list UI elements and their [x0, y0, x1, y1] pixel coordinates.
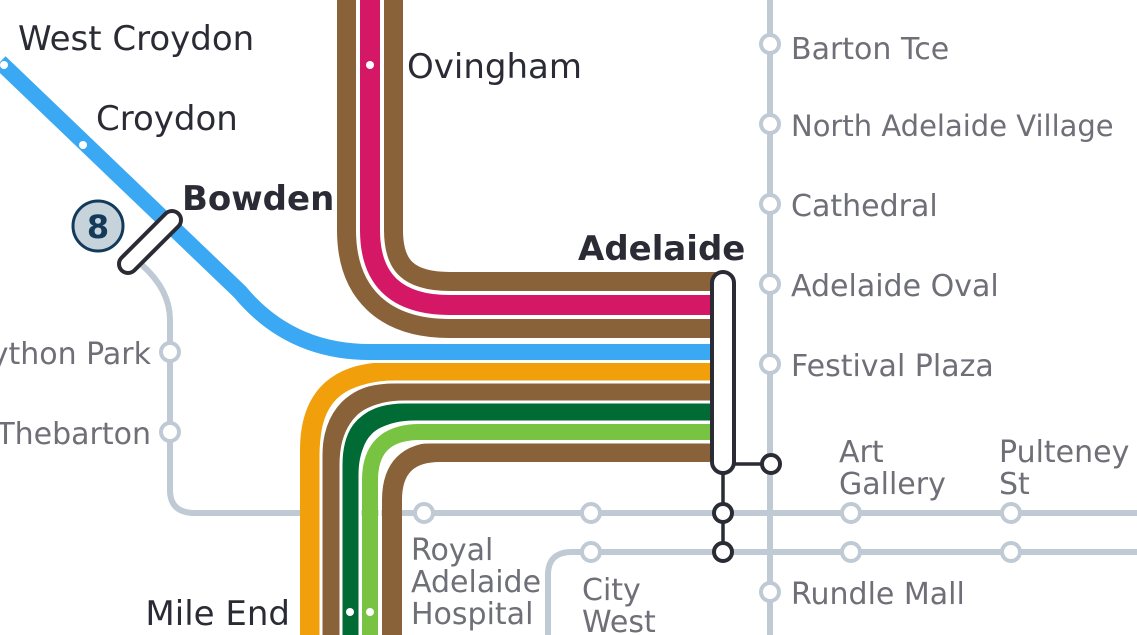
tram-stops: [159, 33, 1022, 603]
label-pulteney-st-line-1: Pulteney: [999, 435, 1129, 470]
label-pulteney-st[interactable]: Pulteney St: [999, 435, 1129, 502]
tram-stop-art-gallery[interactable]: [840, 502, 862, 524]
bowden-interchange-fill: [121, 213, 179, 271]
rail-line-brown-upper: [322, 382, 720, 635]
label-art-gallery-line-1: Art: [839, 435, 884, 470]
label-city-west[interactable]: City West: [582, 573, 656, 635]
label-royal-adelaide-hospital-line-1: Royal: [411, 533, 493, 568]
tram-lines: [139, 0, 1137, 635]
label-north-adelaide-village[interactable]: North Adelaide Village: [791, 109, 1114, 143]
label-adelaide[interactable]: Adelaide: [578, 229, 745, 269]
route-badge-number: 8: [87, 208, 109, 246]
label-west-croydon[interactable]: West Croydon: [18, 19, 254, 59]
label-art-gallery[interactable]: Art Gallery: [839, 435, 946, 502]
tram-stop-north-adelaide-village[interactable]: [759, 113, 781, 135]
station-labels: West Croydon Croydon Bowden Ovingham Ade…: [0, 19, 1129, 635]
tram-stop-barton-tce[interactable]: [759, 33, 781, 55]
tram-stop-cathedral[interactable]: [759, 193, 781, 215]
tram-stop-festival-plaza[interactable]: [759, 353, 781, 375]
label-city-west-line-1: City: [582, 573, 641, 608]
label-ovingham[interactable]: Ovingham: [407, 47, 582, 87]
route-badge-circle: [71, 199, 125, 253]
label-ython-park[interactable]: ython Park: [0, 337, 152, 372]
label-mile-end[interactable]: Mile End: [145, 594, 290, 634]
label-bowden[interactable]: Bowden: [182, 179, 334, 219]
minor-station-dots: [0, 61, 374, 616]
rail-line-flinders: [362, 424, 720, 635]
interchange-bar: [710, 270, 736, 475]
tram-stop-royal-adelaide-hospital[interactable]: [413, 502, 435, 524]
tram-stop-513-a[interactable]: [580, 502, 602, 524]
station-dot-croydon[interactable]: [79, 141, 87, 149]
label-pulteney-st-line-2: St: [999, 467, 1030, 502]
label-royal-adelaide-hospital-line-2: Adelaide: [411, 565, 541, 600]
rail-lines-north: [335, 0, 720, 340]
tram-stop-adelaide-oval[interactable]: [759, 273, 781, 295]
interchange-stop-upper: [712, 502, 734, 524]
tram-stop-city-west[interactable]: [580, 541, 602, 563]
label-croydon[interactable]: Croydon: [96, 99, 238, 139]
bowden-interchange[interactable]: [117, 209, 183, 275]
tram-stop-thebarton[interactable]: [159, 421, 181, 443]
rail-line-seaford: [300, 362, 720, 635]
rail-line-gawler: [0, 56, 720, 360]
tram-line-main: [139, 262, 1137, 516]
label-city-west-line-2: West: [582, 605, 656, 635]
tram-stop-rundle-mall[interactable]: [759, 581, 781, 603]
label-cathedral[interactable]: Cathedral: [791, 189, 938, 224]
route-badge[interactable]: 8: [71, 199, 125, 253]
rail-line-belair: [340, 402, 720, 635]
rail-line-brown-lower: [382, 442, 720, 635]
interchange-stop-tram-east: [760, 453, 782, 475]
label-thebarton[interactable]: Thebarton: [0, 417, 151, 452]
tram-stop-pulteney-st[interactable]: [1000, 502, 1022, 524]
station-dot-ovingham[interactable]: [366, 61, 374, 69]
tram-stop-art-gallery-lower[interactable]: [840, 541, 862, 563]
label-rundle-mall[interactable]: Rundle Mall: [791, 577, 965, 612]
label-royal-adelaide-hospital[interactable]: Royal Adelaide Hospital: [411, 533, 541, 632]
label-adelaide-oval[interactable]: Adelaide Oval: [791, 269, 999, 304]
tram-stop-ython-park[interactable]: [159, 341, 181, 363]
rail-line-south-separators: [319, 380, 720, 635]
interchange-stop-lower: [712, 541, 734, 563]
station-dot-west-croydon[interactable]: [0, 61, 8, 69]
label-royal-adelaide-hospital-line-3: Hospital: [411, 597, 533, 632]
rail-line-gawler-group: [0, 54, 720, 363]
adelaide-interchange[interactable]: [710, 270, 782, 563]
station-dot-mile-end-flinders[interactable]: [366, 608, 374, 616]
rail-lines-south: [300, 362, 720, 635]
tram-line-lower: [545, 549, 1137, 635]
rail-line-grange: [360, 0, 720, 315]
label-barton-tce[interactable]: Barton Tce: [791, 32, 949, 67]
label-art-gallery-line-2: Gallery: [839, 467, 946, 502]
station-dot-mile-end-belair[interactable]: [346, 608, 354, 616]
tram-stop-pulteney-st-lower[interactable]: [1000, 541, 1022, 563]
label-festival-plaza[interactable]: Festival Plaza: [791, 349, 994, 384]
